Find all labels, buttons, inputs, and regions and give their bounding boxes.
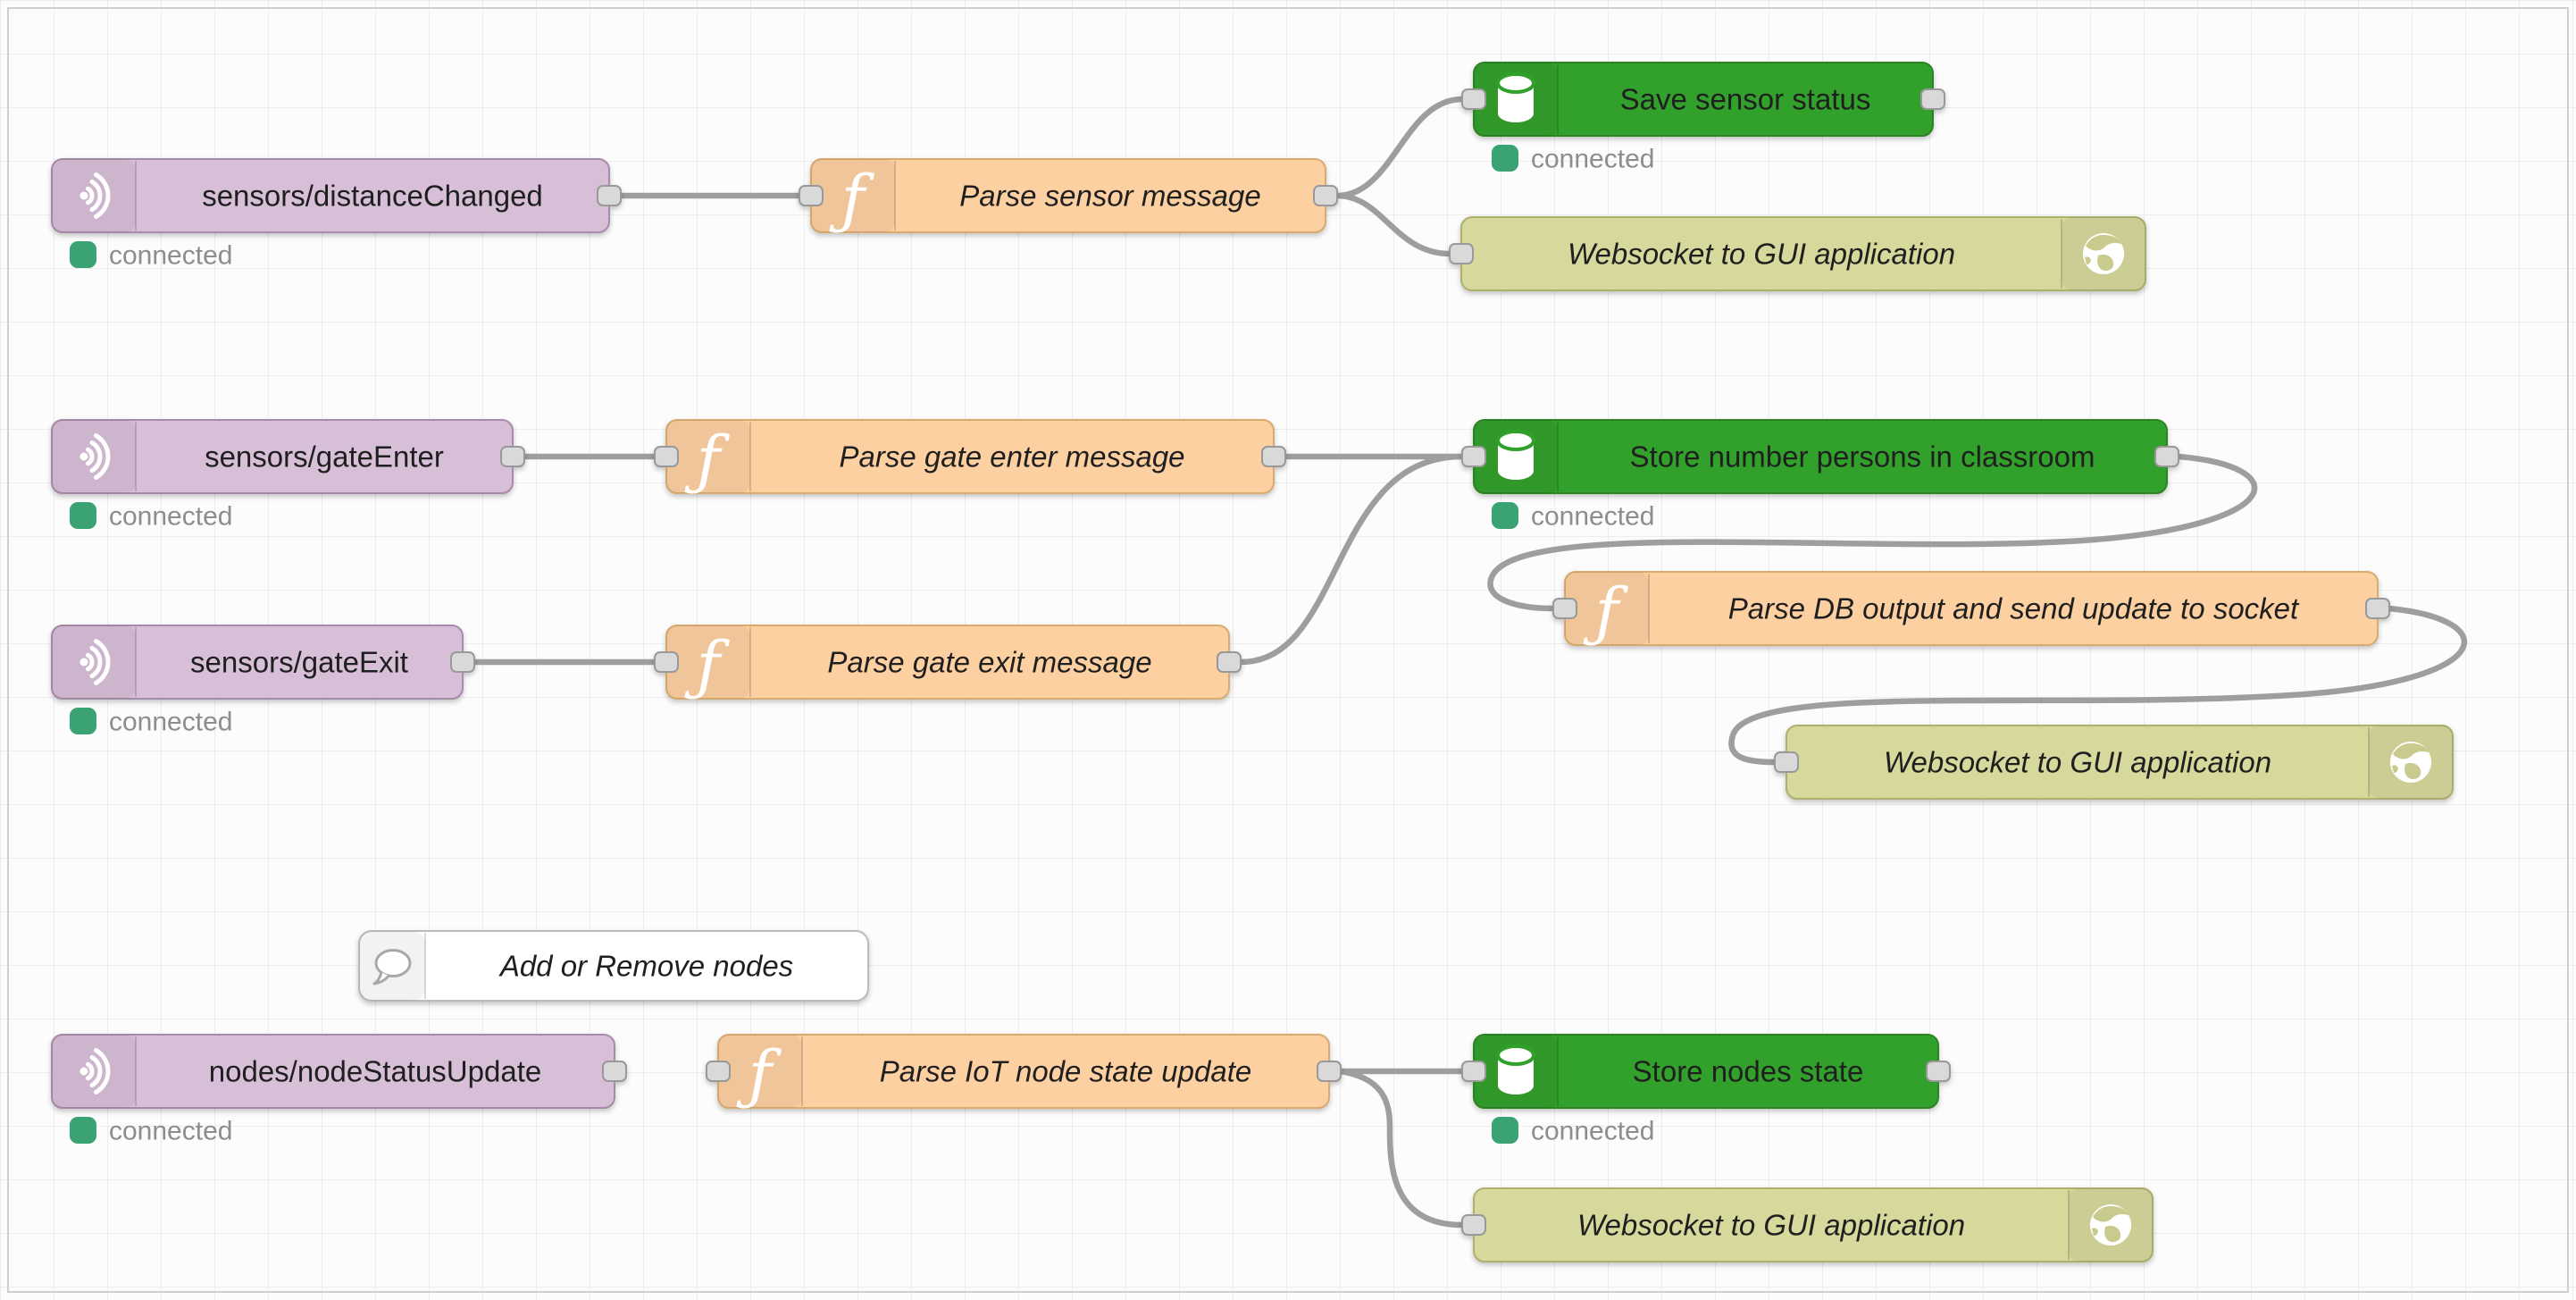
- database-node-save-sensor-status[interactable]: Save sensor status: [1461, 62, 1945, 137]
- mqtt-in-node-gate-enter[interactable]: sensors/gateEnter: [51, 419, 525, 494]
- node-label: nodes/nodeStatusUpdate: [209, 1055, 541, 1088]
- node-label: Store number persons in classroom: [1630, 440, 2095, 474]
- wire-parseiot-to-websocket3[interactable]: [1337, 1068, 1466, 1229]
- comment-node-add-remove[interactable]: Add or Remove nodes: [358, 930, 869, 1002]
- output-port[interactable]: [1261, 446, 1286, 467]
- node-label: sensors/distanceChanged: [202, 180, 543, 213]
- input-port[interactable]: [1552, 598, 1577, 619]
- status-text: connected: [1531, 1117, 1654, 1146]
- status-dot-connected: [70, 241, 96, 268]
- wire-parse-to-websocket1[interactable]: [1334, 192, 1453, 257]
- node-status: connected: [70, 708, 232, 737]
- status-text: connected: [1531, 502, 1654, 532]
- output-port[interactable]: [2365, 598, 2390, 619]
- status-dot-connected: [70, 502, 96, 529]
- input-port[interactable]: [1461, 1061, 1486, 1082]
- node-label: Websocket to GUI application: [1568, 238, 1955, 271]
- node-label: Parse gate exit message: [827, 646, 1151, 679]
- database-node-store-persons[interactable]: Store number persons in classroom: [1461, 419, 2179, 494]
- input-port[interactable]: [1461, 88, 1486, 110]
- node-label: sensors/gateEnter: [205, 440, 444, 474]
- output-port[interactable]: [2154, 446, 2179, 467]
- websocket-out-node-2[interactable]: Websocket to GUI application: [1774, 725, 2454, 800]
- node-status: connected: [70, 1117, 232, 1146]
- input-port[interactable]: [799, 185, 824, 206]
- status-dot-connected: [1492, 1117, 1518, 1144]
- status-text: connected: [109, 502, 232, 532]
- node-status: connected: [70, 502, 232, 532]
- wire-parseexit-to-store[interactable]: [1237, 453, 1466, 666]
- output-port[interactable]: [1926, 1061, 1951, 1082]
- database-icon: [1496, 430, 1535, 482]
- status-dot-connected: [1492, 502, 1518, 529]
- node-label: Parse DB output and send update to socke…: [1728, 592, 2300, 625]
- mqtt-in-node-node-status-update[interactable]: nodes/nodeStatusUpdate: [51, 1034, 627, 1109]
- function-node-parse-db-output[interactable]: ƒ Parse DB output and send update to soc…: [1552, 571, 2390, 649]
- node-status: connected: [1492, 502, 1654, 532]
- status-text: connected: [109, 708, 232, 737]
- status-text: connected: [1531, 145, 1654, 174]
- input-port[interactable]: [1461, 446, 1486, 467]
- input-port[interactable]: [1449, 243, 1474, 264]
- node-label: Store nodes state: [1633, 1055, 1864, 1088]
- websocket-out-node-1[interactable]: Websocket to GUI application: [1449, 216, 2146, 291]
- wires: [471, 96, 2468, 1229]
- canvas-frame: [7, 7, 2569, 1293]
- output-port[interactable]: [500, 446, 525, 467]
- wire-parsedb-to-websocket2[interactable]: [1728, 605, 2468, 766]
- status-text: connected: [109, 1117, 232, 1146]
- node-label: Parse IoT node state update: [880, 1055, 1251, 1088]
- node-status: connected: [70, 241, 232, 271]
- output-port[interactable]: [1317, 1061, 1342, 1082]
- node-label: Add or Remove nodes: [498, 950, 793, 983]
- globe-icon: [2390, 742, 2431, 783]
- websocket-out-node-3[interactable]: Websocket to GUI application: [1461, 1187, 2154, 1262]
- output-port[interactable]: [602, 1061, 627, 1082]
- globe-icon: [2083, 233, 2124, 274]
- node-status: connected: [1492, 1117, 1654, 1146]
- input-port[interactable]: [1461, 1214, 1486, 1236]
- node-label: Parse sensor message: [959, 180, 1261, 213]
- mqtt-in-node-distance-changed[interactable]: sensors/distanceChanged: [51, 158, 622, 233]
- database-node-store-nodes-state[interactable]: Store nodes state: [1461, 1034, 1951, 1109]
- output-port[interactable]: [1217, 651, 1242, 673]
- status-text: connected: [109, 241, 232, 271]
- output-port[interactable]: [450, 651, 475, 673]
- database-icon: [1496, 72, 1535, 124]
- function-node-parse-gate-enter[interactable]: ƒ Parse gate enter message: [654, 419, 1286, 497]
- database-icon: [1496, 1044, 1535, 1096]
- node-status: connected: [1492, 145, 1654, 174]
- function-node-parse-iot-state[interactable]: ƒ Parse IoT node state update: [706, 1034, 1342, 1111]
- node-label: Save sensor status: [1620, 83, 1871, 116]
- output-port[interactable]: [597, 185, 622, 206]
- output-port[interactable]: [1313, 185, 1338, 206]
- wire-store-to-parsedb[interactable]: [1487, 453, 2258, 612]
- status-dot-connected: [70, 1117, 96, 1144]
- input-port[interactable]: [1774, 751, 1799, 773]
- input-port[interactable]: [706, 1061, 731, 1082]
- mqtt-in-node-gate-exit[interactable]: sensors/gateExit: [51, 625, 475, 700]
- input-port[interactable]: [654, 446, 679, 467]
- node-label: sensors/gateExit: [190, 646, 408, 679]
- node-label: Parse gate enter message: [839, 440, 1184, 474]
- node-label: Websocket to GUI application: [1884, 746, 2271, 779]
- function-node-parse-sensor-message[interactable]: ƒ Parse sensor message: [799, 158, 1338, 236]
- function-node-parse-gate-exit[interactable]: ƒ Parse gate exit message: [654, 625, 1242, 702]
- globe-icon: [2090, 1204, 2131, 1245]
- status-dot-connected: [70, 708, 96, 734]
- wire-parse-to-save[interactable]: [1334, 96, 1466, 199]
- input-port[interactable]: [654, 651, 679, 673]
- node-label: Websocket to GUI application: [1577, 1209, 1965, 1242]
- output-port[interactable]: [1920, 88, 1945, 110]
- status-dot-connected: [1492, 145, 1518, 172]
